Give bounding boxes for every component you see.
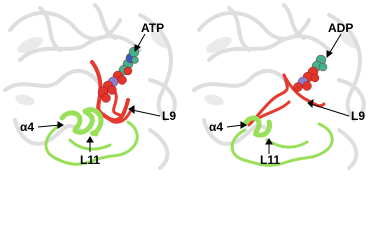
protein-structure-atp xyxy=(3,3,177,170)
helix-a4-and-l11-loop xyxy=(230,115,334,167)
background-protein-helices xyxy=(15,31,170,106)
panel-adp-bound: ADP L9 α4 L11 xyxy=(189,0,378,176)
ligand-label: ATP xyxy=(141,21,165,35)
background-protein-helices xyxy=(204,31,359,106)
adp-molecule xyxy=(293,54,328,92)
background-protein-ribbons xyxy=(192,3,366,170)
atp-molecule xyxy=(97,46,140,103)
panel-atp-bound: ATP L9 α4 L11 xyxy=(0,0,189,176)
protein-structure-adp xyxy=(192,3,366,170)
background-protein-ribbons xyxy=(3,3,177,170)
l9-label: L9 xyxy=(351,109,366,123)
ligand-label: ADP xyxy=(328,21,354,35)
annotation-arrows xyxy=(37,33,161,152)
helix-a4-and-l11-loop xyxy=(44,107,139,166)
annotation-arrows xyxy=(226,33,350,154)
a4-label: α4 xyxy=(209,120,224,134)
l11-label: L11 xyxy=(80,153,101,167)
l9-loop-ribbon xyxy=(247,73,326,127)
a4-label: α4 xyxy=(20,120,35,134)
l11-label: L11 xyxy=(260,153,281,167)
l9-label: L9 xyxy=(162,109,177,123)
